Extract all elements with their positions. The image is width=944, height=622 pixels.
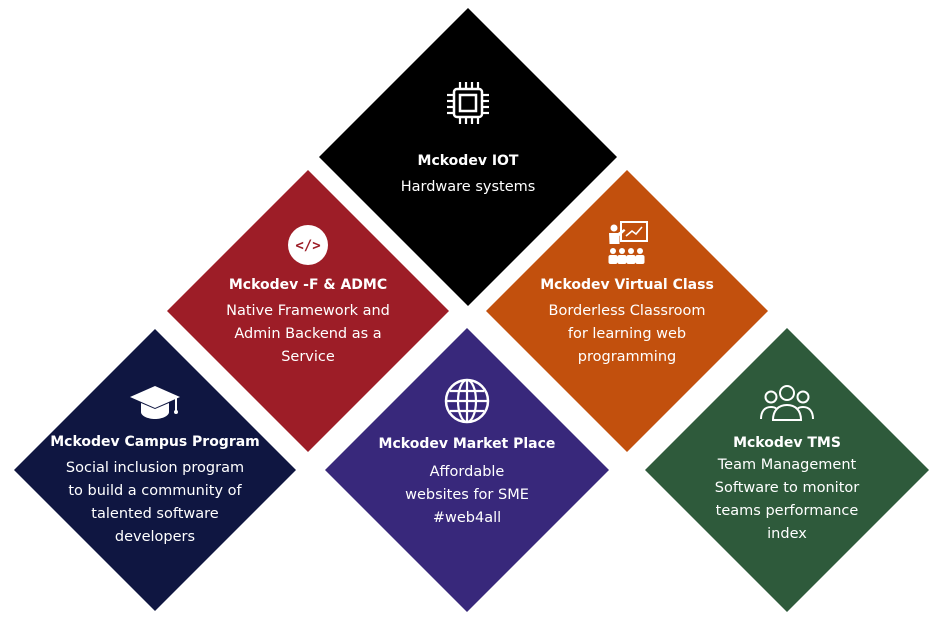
description-line: Affordable xyxy=(429,464,505,480)
description-line: Hardware systems xyxy=(400,179,536,195)
tile-tms: Mckodev TMS Team Management Software to … xyxy=(677,382,897,546)
description-line: developers xyxy=(114,529,196,545)
description-line: Native Framework and xyxy=(226,303,390,319)
tile-description: Hardware systems xyxy=(368,176,568,199)
description-line: teams performance xyxy=(715,503,859,519)
microchip-icon xyxy=(447,82,489,124)
diamond-tms xyxy=(645,328,929,612)
team-icon xyxy=(760,385,814,421)
code-icon: </> xyxy=(288,225,328,265)
tile-market-place: Mckodev Market Place Affordable websites… xyxy=(357,377,577,530)
diamond-campus xyxy=(14,329,296,611)
description-line: websites for SME xyxy=(405,487,529,503)
svg-text:</>: </> xyxy=(295,238,320,254)
description-line: Borderless Classroom xyxy=(548,303,706,319)
tile-description: Borderless Classroom for learning web pr… xyxy=(517,300,737,369)
tile-description: Team Management Software to monitor team… xyxy=(677,454,897,546)
description-line: Software to monitor xyxy=(714,480,860,496)
diamond-iot xyxy=(319,8,617,306)
tile-title: Mckodev Campus Program xyxy=(50,434,260,450)
diamond-virtual xyxy=(486,170,768,452)
tile-title: Mckodev -F & ADMC xyxy=(228,277,388,293)
globe-icon xyxy=(444,378,490,424)
description-line: talented software xyxy=(91,506,219,522)
description-line: #web4all xyxy=(432,510,502,526)
description-line: programming xyxy=(577,349,677,365)
description-line: Social inclusion program xyxy=(65,460,245,476)
description-line: to build a community of xyxy=(68,483,242,499)
diamond-market xyxy=(325,328,609,612)
graduation-cap-icon xyxy=(130,386,180,419)
tile-title: Mckodev IOT xyxy=(417,153,519,169)
description-line: Team Management xyxy=(717,457,857,473)
description-line: Admin Backend as a xyxy=(234,326,382,342)
description-line: for learning web xyxy=(567,326,687,342)
classroom-icon xyxy=(608,221,648,264)
description-line: Service xyxy=(281,349,335,365)
tile-title: Mckodev Virtual Class xyxy=(540,277,714,293)
tile-fadmc: </> Mckodev -F & ADMC Native Framework a… xyxy=(198,224,418,369)
tile-campus-program: Mckodev Campus Program Social inclusion … xyxy=(30,383,280,549)
tile-title: Mckodev TMS xyxy=(733,435,841,451)
tile-description: Social inclusion program to build a comm… xyxy=(30,457,280,549)
tile-iot: Mckodev IOT Hardware systems xyxy=(368,80,568,199)
tile-virtual-class: Mckodev Virtual Class Borderless Classro… xyxy=(517,220,737,369)
tile-description: Native Framework and Admin Backend as a … xyxy=(198,300,418,369)
tile-title: Mckodev Market Place xyxy=(378,436,556,452)
diamond-fadmc xyxy=(167,170,449,452)
description-line: index xyxy=(767,526,807,542)
tile-description: Affordable websites for SME #web4all xyxy=(357,461,577,530)
